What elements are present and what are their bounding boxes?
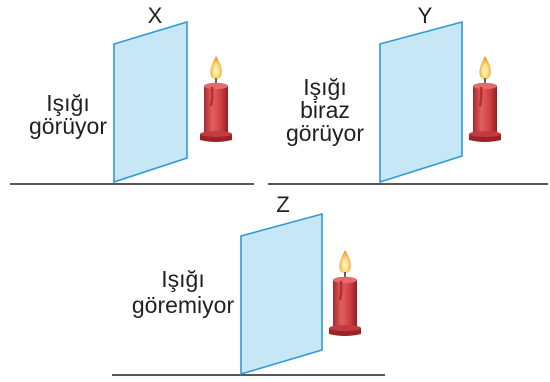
caption-line: görüyor bbox=[286, 120, 364, 146]
panel-z-caption: Işığı göremiyor bbox=[118, 268, 248, 317]
candle-icon bbox=[198, 54, 234, 144]
caption-line: Işığı bbox=[46, 90, 90, 116]
screen-icon bbox=[240, 212, 323, 376]
caption-line: biraz bbox=[300, 97, 350, 123]
panel-y bbox=[268, 20, 548, 185]
panel-z-letter: Z bbox=[276, 192, 290, 217]
panel-z bbox=[112, 212, 385, 376]
panel-y-caption: Işığı biraz görüyor bbox=[275, 76, 375, 145]
panel-x bbox=[10, 20, 254, 185]
screen-icon bbox=[379, 20, 463, 184]
candle-icon bbox=[467, 54, 503, 144]
panel-y-letter: Y bbox=[417, 3, 433, 28]
panel-x-letter: X bbox=[147, 3, 163, 28]
candle-icon bbox=[327, 248, 363, 338]
panel-x-caption: Işığı görüyor bbox=[18, 92, 118, 138]
caption-line: Işığı bbox=[303, 74, 347, 100]
screen-icon bbox=[113, 20, 188, 184]
caption-line: göremiyor bbox=[131, 292, 235, 318]
caption-line: Işığı bbox=[161, 266, 205, 292]
caption-line: görüyor bbox=[29, 113, 107, 139]
